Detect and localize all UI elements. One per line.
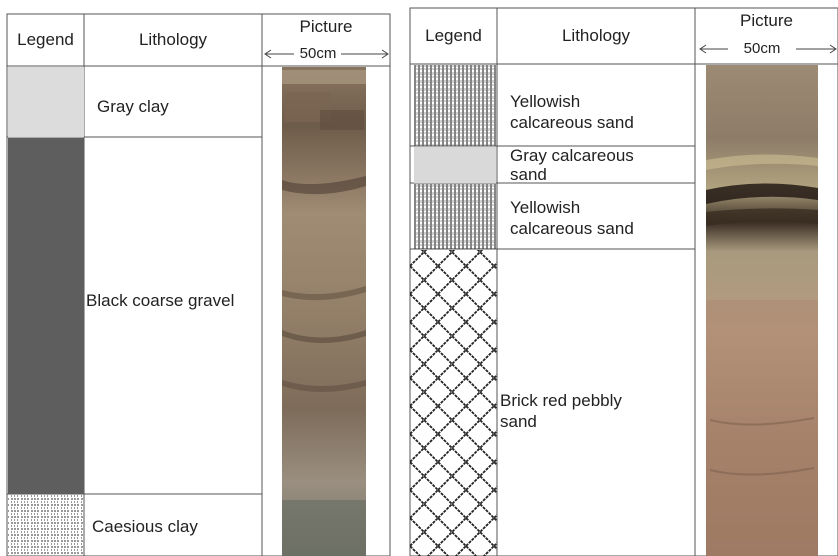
right-legend-header: Legend [410,8,497,64]
right-layer-3-line-2: calcareous sand [510,218,634,239]
right-layer-3-line-1: Yellowish [510,197,634,218]
legend-yellowish-calcareous-sand-2 [414,184,496,249]
legend-black-coarse-gravel [8,138,84,494]
left-column-grid [0,0,390,556]
legend-gray-clay [8,67,84,137]
right-lithology-header: Lithology [497,8,695,64]
right-layer-label-4: Brick red pebbly sand [500,390,622,432]
legend-gray-calcareous-sand [414,147,496,183]
right-layer-1-line-2: calcareous sand [510,112,634,133]
left-layer-label-2: Black coarse gravel [86,290,234,311]
right-layer-4-line-2: sand [500,411,622,432]
right-layer-4-line-1: Brick red pebbly [500,390,622,411]
right-layer-label-3: Yellowish calcareous sand [510,197,634,239]
right-outcrop-photo [706,65,818,556]
left-outcrop-photo [282,67,366,556]
right-layer-2-line-2: sand [510,165,634,184]
legend-brick-red-pebbly-sand [410,250,497,556]
legend-yellowish-calcareous-sand-1 [414,65,496,146]
legend-caesious-clay [8,495,84,556]
right-layer-label-1: Yellowish calcareous sand [510,91,634,133]
right-scale-label: 50cm [730,40,794,57]
right-layer-1-line-1: Yellowish [510,91,634,112]
right-column-grid [410,0,838,556]
right-layer-label-2: Gray calcareous sand [510,146,634,184]
left-layer-label-1: Gray clay [97,96,169,117]
right-layer-2-line-1: Gray calcareous [510,146,634,165]
left-layer-label-3: Caesious clay [92,516,198,537]
left-legend-header: Legend [7,14,84,66]
right-stratigraphic-column: Legend Lithology Picture 50cm Yellowish … [410,0,838,556]
left-lithology-header: Lithology [84,14,262,66]
left-picture-header: Picture [262,14,390,40]
left-scale-label: 50cm [296,45,340,62]
left-stratigraphic-column: Legend Lithology Picture 50cm Gray clay … [0,0,390,556]
right-picture-header: Picture [695,8,838,34]
